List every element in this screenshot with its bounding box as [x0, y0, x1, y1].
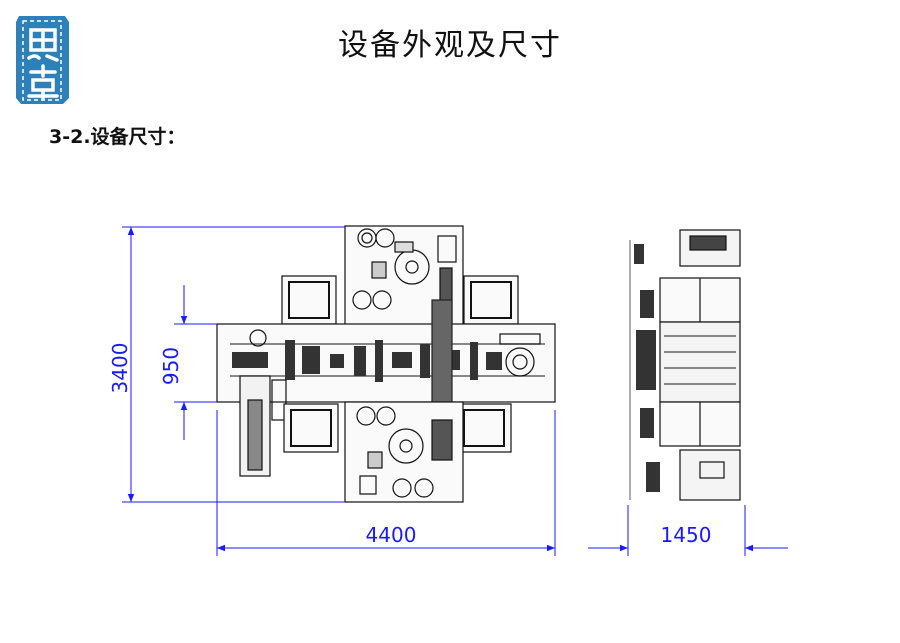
page-title: 设备外观及尺寸 — [338, 28, 562, 63]
dimension-4400: 4400 — [366, 523, 417, 547]
dimension-lines — [122, 226, 788, 556]
side-view — [629, 229, 741, 501]
top-view — [216, 225, 556, 503]
section-heading: 3-2.设备尺寸： — [49, 126, 186, 148]
dimension-1450: 1450 — [661, 523, 712, 547]
company-logo — [16, 16, 69, 104]
dimension-950: 950 — [159, 347, 183, 385]
dimension-3400: 3400 — [108, 343, 132, 394]
